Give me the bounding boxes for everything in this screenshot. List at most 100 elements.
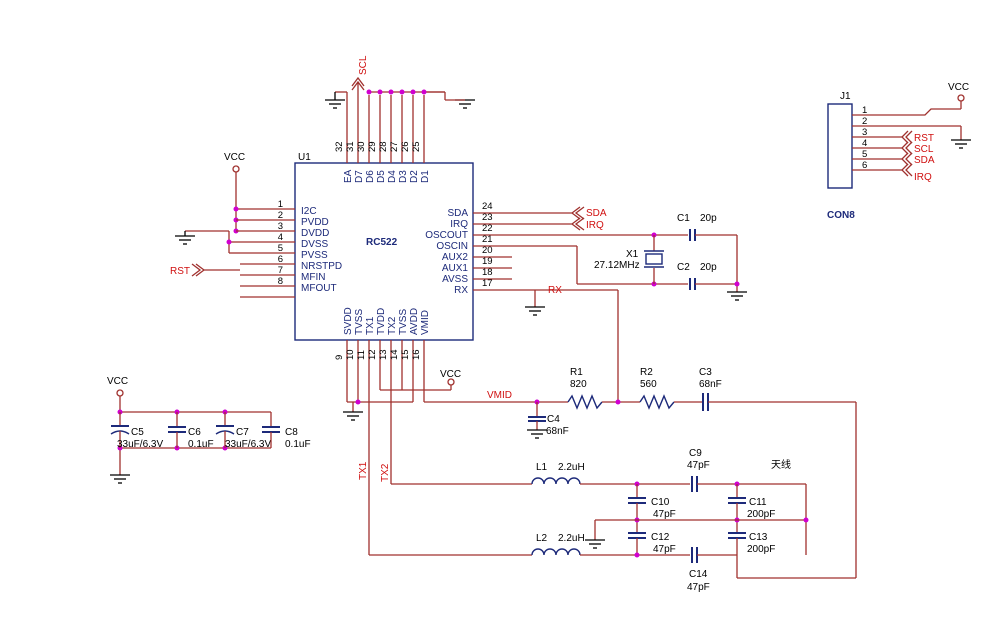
vmid-chain: VCC VMID C4 68nF R1 820 R2 560 bbox=[343, 364, 857, 578]
c4-ref: C4 bbox=[547, 414, 560, 425]
u1-left-pins: 1 2 3 4 5 6 7 8 I2C PVDD DVDD DVSS PVSS … bbox=[240, 199, 342, 298]
c13-ref: C13 bbox=[749, 532, 768, 543]
vmid-label: VMID bbox=[487, 390, 512, 401]
u1-pin5-name: PVSS bbox=[301, 250, 328, 261]
u1-pin29-name: D5 bbox=[376, 170, 387, 183]
c5-ref: C5 bbox=[131, 427, 144, 438]
u1-pin29-num: 29 bbox=[367, 141, 378, 152]
u1-chip: U1 RC522 1 2 3 4 5 6 7 8 I2C PVDD DVDD D… bbox=[240, 95, 512, 364]
u1-pin19-name: AUX1 bbox=[442, 263, 469, 274]
u1-pin12-name: TVDD bbox=[376, 308, 387, 335]
u1-pin26-name: D2 bbox=[409, 170, 420, 183]
ground-icon bbox=[727, 291, 747, 301]
u1-pin25-num: 25 bbox=[411, 141, 422, 152]
u1-pin8-num: 8 bbox=[278, 276, 283, 287]
u1-part: RC522 bbox=[366, 237, 398, 248]
u1-pin14-name: TVSS bbox=[398, 309, 409, 335]
ground-icon bbox=[527, 429, 547, 439]
j1-pin4: 4 bbox=[862, 138, 867, 149]
j1-pin2: 2 bbox=[862, 116, 867, 127]
c14-value: 47pF bbox=[687, 582, 710, 593]
u1-pin24-name: SDA bbox=[447, 208, 468, 219]
rst-net-label: RST bbox=[170, 263, 240, 277]
u1-pin2-name: PVDD bbox=[301, 217, 329, 228]
l2-value: 2.2uH bbox=[558, 533, 585, 544]
rst-label: RST bbox=[170, 266, 190, 277]
u1-pin31-num: 31 bbox=[345, 141, 356, 152]
u1-pin1-num: 1 bbox=[278, 199, 283, 210]
u1-pin20-name: AUX2 bbox=[442, 252, 469, 263]
vcc-icon bbox=[232, 165, 240, 173]
u1-pin32-num: 32 bbox=[334, 141, 345, 152]
u1-pin32-name: EA bbox=[343, 169, 354, 183]
u1-pin8-name: MFOUT bbox=[301, 283, 337, 294]
u1-pin16-name: VMID bbox=[420, 310, 431, 335]
c1-value: 20p bbox=[700, 213, 717, 224]
u1-pin11-name: TX1 bbox=[365, 316, 376, 335]
c2-ref: C2 bbox=[677, 262, 690, 273]
oscillator: X1 27.12MHz C1 20p C2 20p bbox=[512, 213, 747, 301]
c14-ref: C14 bbox=[689, 569, 708, 580]
u1-pin22-name: OSCOUT bbox=[425, 230, 468, 241]
vcc-label-u1: VCC bbox=[224, 152, 245, 163]
u1-pin4-num: 4 bbox=[278, 232, 283, 243]
c7-value: 33uF/6.3V bbox=[225, 439, 271, 450]
u1-pin13-num: 13 bbox=[378, 349, 389, 360]
u1-pin10-num: 10 bbox=[345, 349, 356, 360]
u1-pin5-num: 5 bbox=[278, 243, 283, 254]
j1-pin6: 6 bbox=[862, 160, 867, 171]
l1-ref: L1 bbox=[536, 462, 548, 473]
u1-pin3-num: 3 bbox=[278, 221, 283, 232]
c12-value: 47pF bbox=[653, 544, 676, 555]
u1-pin1-name: I2C bbox=[301, 206, 317, 217]
r2-body bbox=[639, 394, 675, 410]
c4-value: 68nF bbox=[546, 426, 569, 437]
l2-ref: L2 bbox=[536, 533, 548, 544]
ground-icon bbox=[525, 306, 545, 316]
ground-icon bbox=[445, 99, 475, 109]
u1-pin7-num: 7 bbox=[278, 265, 283, 276]
u1-pin17-name: RX bbox=[454, 285, 468, 296]
vcc-label-decoupling: VCC bbox=[107, 376, 128, 387]
j1-scl-label: SCL bbox=[914, 144, 934, 155]
u1-pin18-name: AVSS bbox=[442, 274, 468, 285]
u1-pin2-num: 2 bbox=[278, 210, 283, 221]
u1-pin25-name: D1 bbox=[420, 170, 431, 183]
tx2-label: TX2 bbox=[380, 463, 391, 482]
vcc-label-avdd: VCC bbox=[440, 369, 461, 380]
u1-pin27-num: 27 bbox=[389, 141, 400, 152]
u1-pin24-num: 24 bbox=[482, 201, 493, 212]
j1-sda-label: SDA bbox=[914, 155, 935, 166]
u1-pin3-name: DVDD bbox=[301, 228, 329, 239]
left-wiring: VCC RST bbox=[170, 152, 245, 277]
c5-value: 33uF/6.3V bbox=[117, 439, 163, 450]
j1-pin5: 5 bbox=[862, 149, 867, 160]
vcc-icon bbox=[116, 389, 124, 397]
c2-value: 20p bbox=[700, 262, 717, 273]
decoupling-caps: VCC C5 33uF/6.3V C6 0.1uF bbox=[107, 376, 311, 484]
j1-ref: J1 bbox=[840, 91, 851, 102]
j1-part: CON8 bbox=[827, 210, 855, 221]
u1-pin23-num: 23 bbox=[482, 212, 493, 223]
avss-rx: RX bbox=[512, 285, 619, 402]
c1-ref: C1 bbox=[677, 213, 690, 224]
u1-body bbox=[294, 162, 474, 341]
sda-irq-labels: SDA IRQ bbox=[512, 206, 607, 231]
c7-ref: C7 bbox=[236, 427, 249, 438]
u1-pin12-num: 12 bbox=[367, 349, 378, 360]
rx-label: RX bbox=[548, 285, 562, 296]
top-bus: SCL bbox=[325, 55, 475, 109]
j1-rst-label: RST bbox=[914, 133, 934, 144]
r2-ref: R2 bbox=[640, 367, 653, 378]
c8-value: 0.1uF bbox=[285, 439, 311, 450]
c8-ref: C8 bbox=[285, 427, 298, 438]
scl-label: SCL bbox=[358, 55, 369, 75]
c10-value: 47pF bbox=[653, 509, 676, 520]
ground-icon bbox=[325, 92, 345, 109]
u1-pin28-name: D4 bbox=[387, 170, 398, 183]
x1-ref: X1 bbox=[626, 249, 639, 260]
tx1-label: TX1 bbox=[358, 461, 369, 480]
j1-vcc-label: VCC bbox=[948, 82, 969, 93]
sda-label: SDA bbox=[586, 208, 607, 219]
